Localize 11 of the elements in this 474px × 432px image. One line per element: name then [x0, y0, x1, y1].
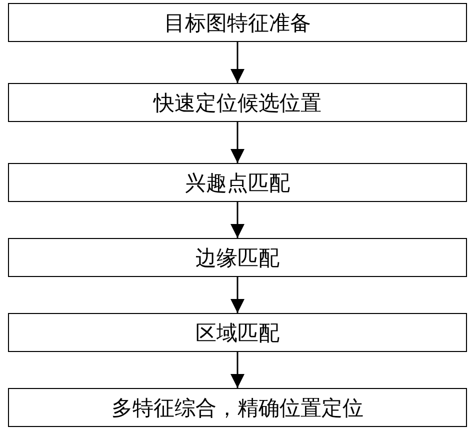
- arrow: [230, 202, 244, 238]
- arrow: [230, 122, 244, 163]
- process-box: 多特征综合，精确位置定位: [8, 388, 467, 427]
- process-box: 快速定位候选位置: [8, 83, 467, 122]
- process-box: 兴趣点匹配: [8, 163, 467, 202]
- process-box: 边缘匹配: [8, 238, 467, 277]
- arrow: [230, 352, 244, 388]
- arrow: [230, 277, 244, 313]
- process-box: 目标图特征准备: [8, 3, 467, 42]
- process-box: 区域匹配: [8, 313, 467, 352]
- arrow: [230, 42, 244, 83]
